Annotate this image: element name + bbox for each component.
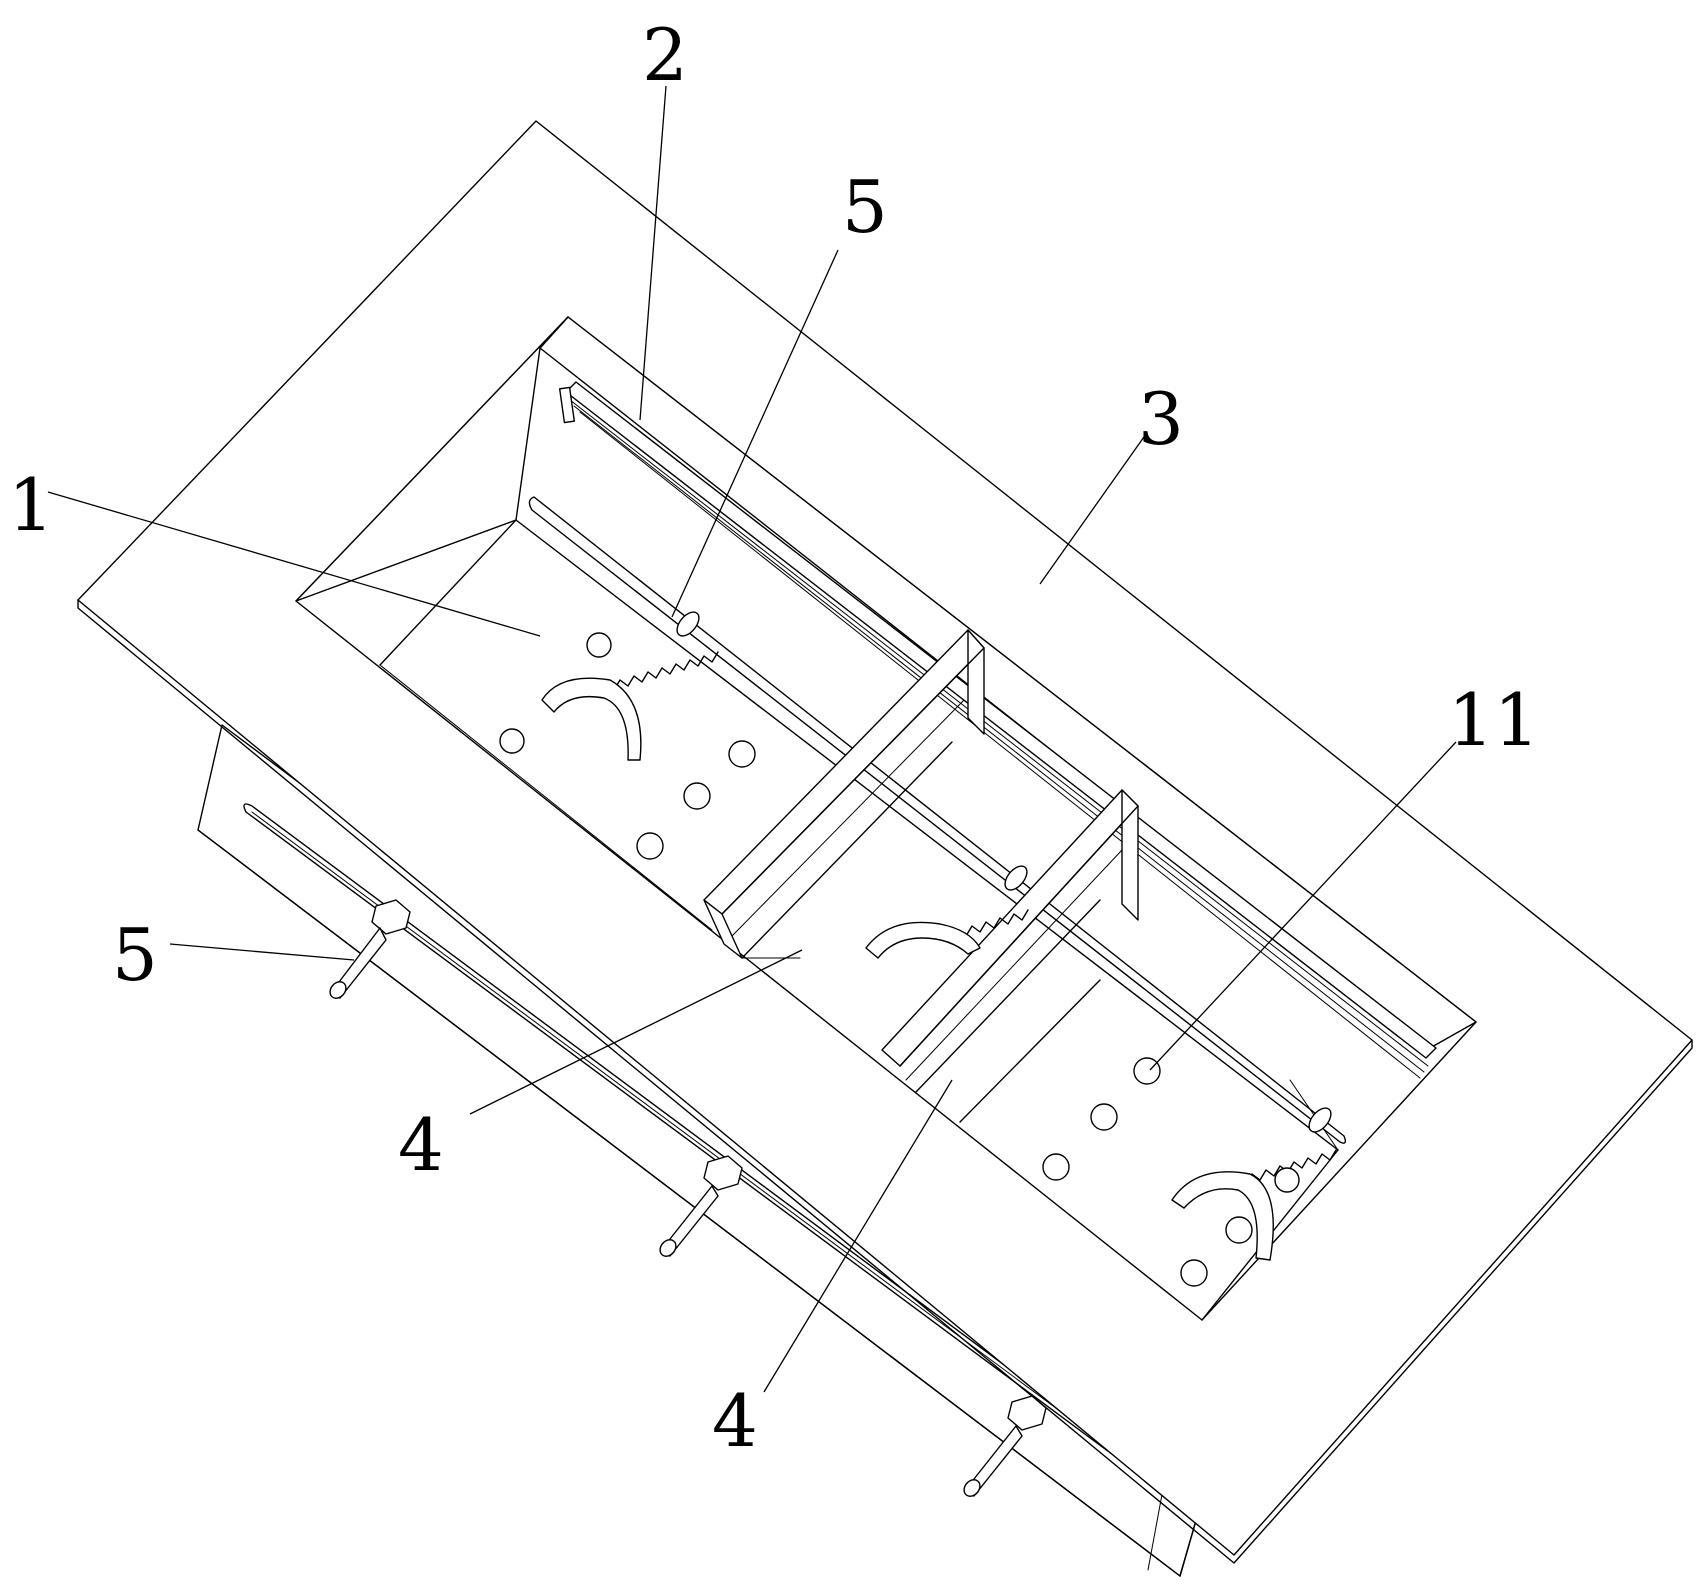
- holes: [499, 632, 1300, 1287]
- callout-2: 2: [642, 13, 688, 97]
- callout-4-bottom: 4: [712, 1379, 758, 1463]
- bolt-2: [659, 1155, 743, 1257]
- arc-clamp-3: [1171, 1171, 1274, 1261]
- guide-rail: [528, 381, 1437, 1144]
- callout-5-left: 5: [112, 913, 158, 997]
- callout-1: 1: [8, 463, 54, 547]
- arc-clamp-2: [865, 921, 981, 959]
- spring-1: [613, 611, 719, 691]
- bolt-1: [329, 899, 411, 999]
- spring-3: [1245, 1107, 1337, 1185]
- callouts: 1 2 3 5 11 5 4 4: [8, 13, 1540, 1463]
- leader-lines: [47, 85, 1457, 1393]
- callout-3: 3: [1138, 377, 1184, 461]
- divider-2: [881, 789, 1139, 1123]
- arc-clamp-1: [541, 677, 642, 761]
- callout-5-top: 5: [842, 165, 888, 249]
- callout-11: 11: [1448, 678, 1540, 762]
- callout-4-mid: 4: [398, 1103, 444, 1187]
- divider-1: [703, 629, 985, 959]
- bolt-3: [963, 1395, 1047, 1497]
